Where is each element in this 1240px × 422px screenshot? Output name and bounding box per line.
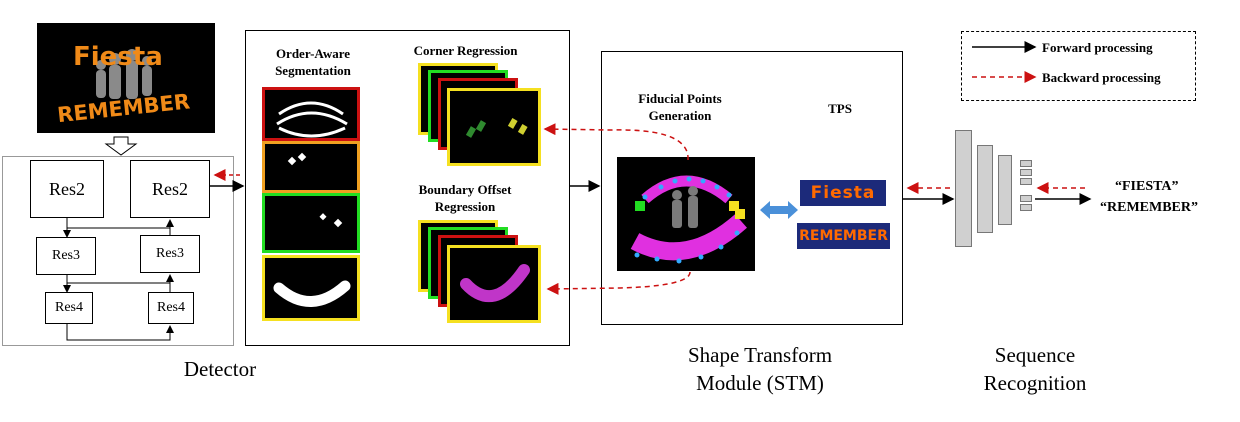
recognition-sequence <box>1020 160 1032 220</box>
legend-backward-label: Backward processing <box>1042 70 1161 85</box>
segmentation-map-green <box>262 193 360 253</box>
res4-right: Res4 <box>148 292 194 324</box>
res4-left: Res4 <box>45 292 93 324</box>
recognition-caption-line1: Sequence <box>994 343 1076 367</box>
legend <box>961 31 1196 101</box>
backbone-connections <box>63 218 174 341</box>
segmentation-arcs <box>276 101 348 138</box>
tps-output-remember: REMEMBER <box>797 223 890 249</box>
res4-left-label: Res4 <box>55 300 83 315</box>
segmentation-dots-2 <box>319 213 343 228</box>
input-image-art: Fiesta REMEMBER <box>56 42 191 127</box>
input-fiesta-text: Fiesta <box>73 42 163 72</box>
arrow-backward-to-corner <box>543 123 689 161</box>
tps-output-fiesta: Fiesta <box>800 180 886 206</box>
arrow-backward-to-boundary <box>546 271 691 295</box>
fiducial-points-image <box>617 157 755 271</box>
corner-points <box>465 118 528 138</box>
corner-map-4 <box>447 88 541 166</box>
tps-output-fiesta-text: Fiesta <box>810 183 876 203</box>
double-arrow-icon <box>760 201 798 219</box>
segmentation-map-red <box>262 87 360 141</box>
fiducial-title: Fiducial Points Generation <box>638 91 722 123</box>
segmentation-map-orange <box>262 141 360 193</box>
segmentation-map-yellow <box>262 255 360 321</box>
stm-caption-line2: Module (STM) <box>696 371 824 395</box>
legend-forward-label: Forward processing <box>1042 40 1153 55</box>
recognition-layer-1 <box>955 130 972 247</box>
res3-right-label: Res3 <box>156 246 184 261</box>
tps-output-remember-text: REMEMBER <box>799 228 888 244</box>
fiducial-points-art <box>630 175 747 264</box>
segmentation-title: Order-Aware Segmentation <box>275 46 351 78</box>
recognition-caption-line2: Recognition <box>983 371 1087 395</box>
recognition-layer-3 <box>998 155 1012 225</box>
stm-caption-line1: Shape Transform <box>687 343 833 367</box>
res3-right: Res3 <box>140 235 200 273</box>
output-fiesta: “FIESTA” <box>1115 179 1179 194</box>
res4-right-label: Res4 <box>157 300 185 315</box>
segmentation-band <box>273 280 351 307</box>
boundary-band <box>460 264 530 303</box>
input-image: Fiesta REMEMBER <box>37 23 215 133</box>
recognition-layer-2 <box>977 145 993 233</box>
detector-caption: Detector <box>183 357 257 381</box>
corner-title: Corner Regression <box>413 43 518 58</box>
hollow-down-arrow <box>104 136 138 156</box>
res2-left-label: Res2 <box>49 178 85 199</box>
res2-right: Res2 <box>130 160 210 218</box>
res3-left-label: Res3 <box>52 248 80 263</box>
boundary-title: Boundary Offset Regression <box>418 182 512 214</box>
res2-right-label: Res2 <box>152 178 188 199</box>
segmentation-dots <box>287 152 307 166</box>
res2-left: Res2 <box>30 160 104 218</box>
boundary-map-4 <box>447 245 541 323</box>
res3-left: Res3 <box>36 237 96 275</box>
tps-title: TPS <box>828 101 852 116</box>
output-remember: “REMEMBER” <box>1100 200 1198 215</box>
